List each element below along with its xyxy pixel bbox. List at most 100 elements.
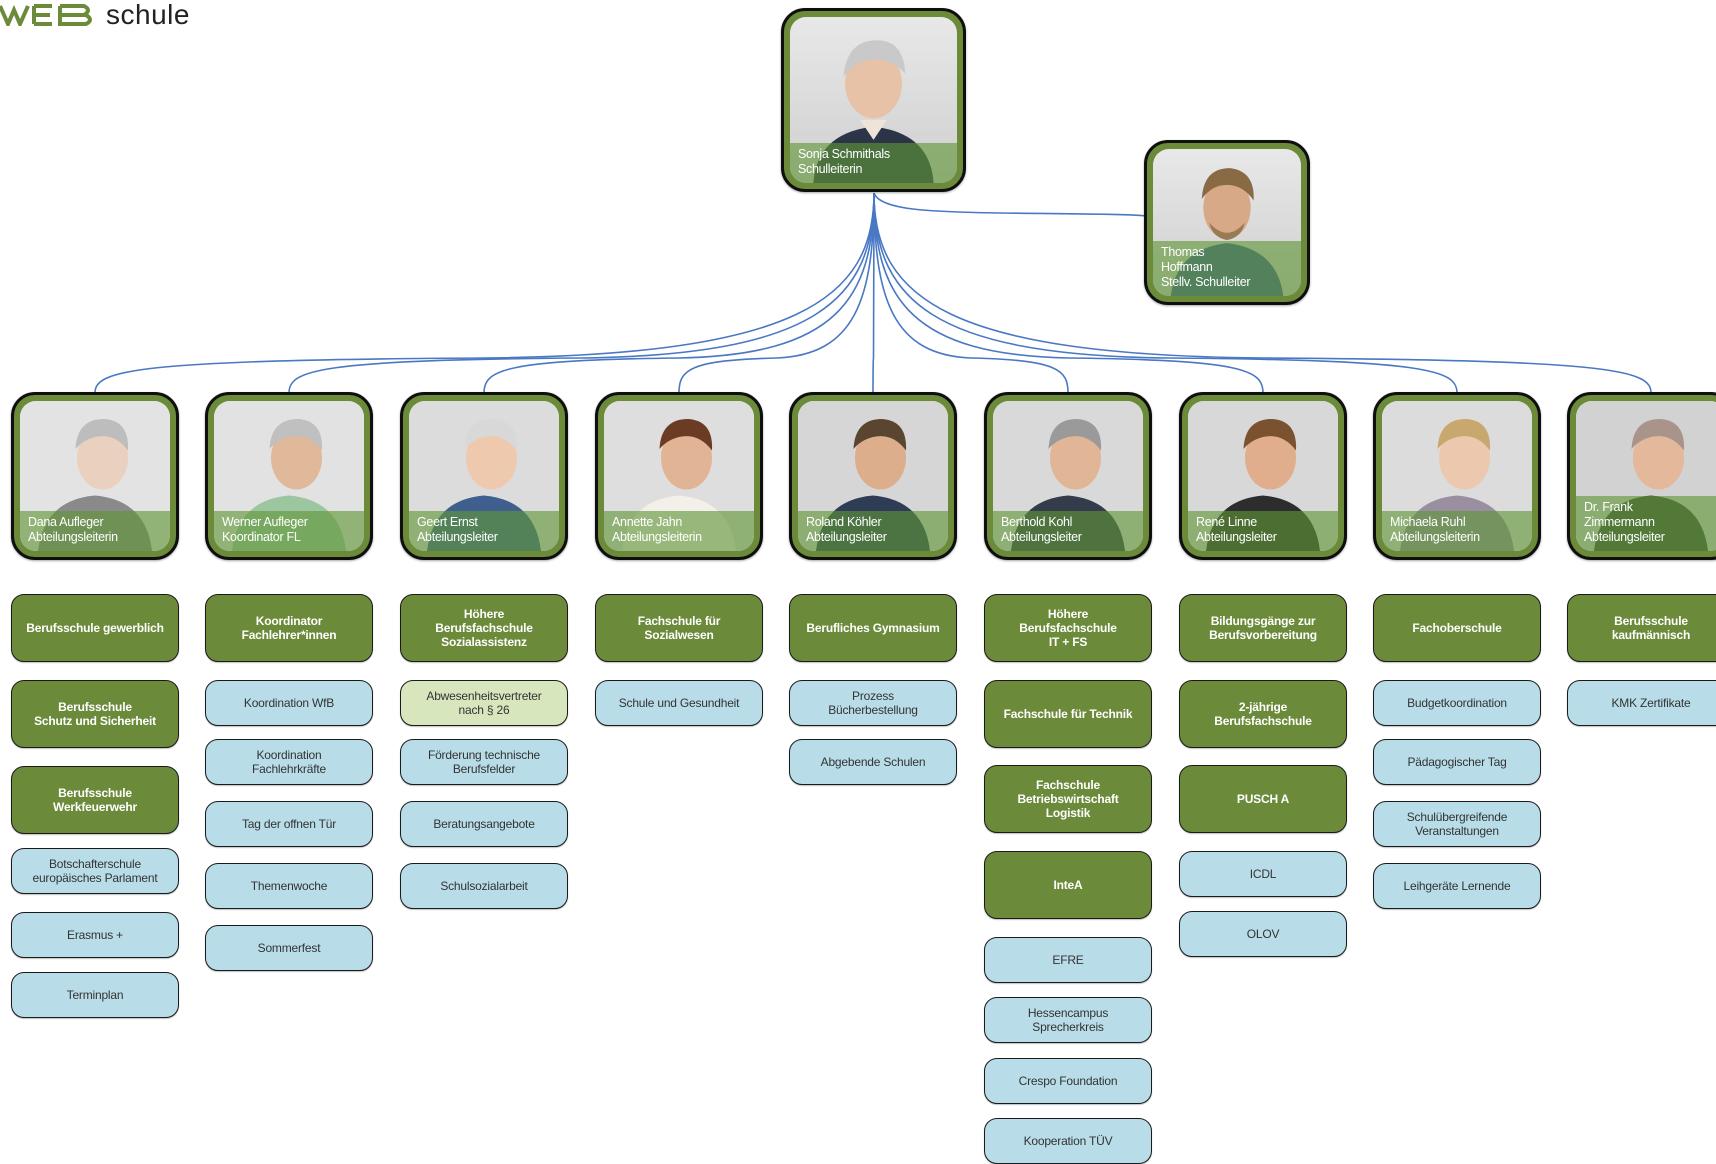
program-box[interactable]: Berufliches Gymnasium bbox=[789, 594, 957, 662]
box-label: Abwesenheitsvertreter nach § 26 bbox=[426, 689, 542, 717]
task-box[interactable]: Beratungsangebote bbox=[400, 801, 568, 847]
program-box[interactable]: Höhere Berufsfachschule Sozialassistenz bbox=[400, 594, 568, 662]
box-label: Fachoberschule bbox=[1412, 621, 1502, 635]
box-label: Hessencampus Sprecherkreis bbox=[1027, 1006, 1109, 1034]
program-box[interactable]: Berufsschule gewerblich bbox=[11, 594, 179, 662]
person-role: Abteilungsleiterin bbox=[1390, 530, 1480, 544]
box-label: Koordination WfB bbox=[243, 696, 335, 710]
program-box[interactable]: Fachschule für Sozialwesen bbox=[595, 594, 763, 662]
program-box[interactable]: Fachschule Betriebswirtschaft Logistik bbox=[984, 765, 1152, 833]
program-box[interactable]: PUSCH A bbox=[1179, 765, 1347, 833]
box-label: Crespo Foundation bbox=[1018, 1074, 1118, 1088]
task-box[interactable]: Schulsozialarbeit bbox=[400, 863, 568, 909]
box-label: Beratungsangebote bbox=[433, 817, 535, 831]
logo-text: schule bbox=[106, 0, 190, 30]
person-role: Abteilungsleiter bbox=[1584, 530, 1665, 544]
person-role: Stellv. Schulleiter bbox=[1161, 275, 1251, 289]
box-label: Bildungsgänge zur Berufsvorbereitung bbox=[1209, 614, 1317, 642]
person-caption: Thomas Hoffmann Stellv. Schulleiter bbox=[1153, 241, 1301, 296]
person-name: Roland Köhler bbox=[806, 515, 882, 529]
connector-line bbox=[483, 192, 875, 394]
task-box[interactable]: Kooperation TÜV bbox=[984, 1118, 1152, 1164]
box-label: InteA bbox=[1053, 878, 1083, 892]
program-box[interactable]: InteA bbox=[984, 851, 1152, 919]
program-box[interactable]: Bildungsgänge zur Berufsvorbereitung bbox=[1179, 594, 1347, 662]
task-box[interactable]: KMK Zertifikate bbox=[1567, 680, 1716, 726]
box-label: Erasmus + bbox=[67, 928, 123, 942]
box-label: Fachschule für Sozialwesen bbox=[637, 614, 721, 642]
task-box[interactable]: Tag der offnen Tür bbox=[205, 801, 373, 847]
task-box[interactable]: Budgetkoordination bbox=[1373, 680, 1541, 726]
box-label: Leihgeräte Lernende bbox=[1403, 879, 1511, 893]
task-box[interactable]: Pädagogischer Tag bbox=[1373, 739, 1541, 785]
task-box[interactable]: Abgebende Schulen bbox=[789, 739, 957, 785]
person-photo: Sonja Schmithals Schulleiterin bbox=[790, 17, 957, 183]
task-box[interactable]: Themenwoche bbox=[205, 863, 373, 909]
box-label: Fachschule für Technik bbox=[1003, 707, 1133, 721]
task-box[interactable]: Botschafterschule europäisches Parlament bbox=[11, 848, 179, 894]
person-caption: Sonja Schmithals Schulleiterin bbox=[790, 143, 957, 183]
person-name: Dana Aufleger bbox=[28, 515, 104, 529]
box-label: Themenwoche bbox=[250, 879, 328, 893]
task-box[interactable]: Abwesenheitsvertreter nach § 26 bbox=[400, 680, 568, 726]
task-box[interactable]: Sommerfest bbox=[205, 925, 373, 971]
box-label: Budgetkoordination bbox=[1407, 696, 1507, 710]
task-box[interactable]: OLOV bbox=[1179, 911, 1347, 957]
box-label: Sommerfest bbox=[257, 941, 321, 955]
person-role: Abteilungsleiter bbox=[1001, 530, 1082, 544]
program-box[interactable]: Berufsschule Werkfeuerwehr bbox=[11, 766, 179, 834]
person-role: Schulleiterin bbox=[798, 162, 863, 176]
logo-mark-icon bbox=[0, 4, 96, 26]
task-box[interactable]: Koordination WfB bbox=[205, 680, 373, 726]
box-label: Abgebende Schulen bbox=[820, 755, 926, 769]
program-box[interactable]: Koordinator Fachlehrer*innen bbox=[205, 594, 373, 662]
connector-line bbox=[873, 192, 1264, 394]
task-box[interactable]: Leihgeräte Lernende bbox=[1373, 863, 1541, 909]
person-name: Berthold Kohl bbox=[1001, 515, 1073, 529]
person-name: Sonja Schmithals bbox=[798, 147, 890, 161]
program-box[interactable]: 2-jährige Berufsfachschule bbox=[1179, 680, 1347, 748]
box-label: Schulsozialarbeit bbox=[440, 879, 528, 893]
program-box[interactable]: Höhere Berufsfachschule IT + FS bbox=[984, 594, 1152, 662]
task-box[interactable]: Hessencampus Sprecherkreis bbox=[984, 997, 1152, 1043]
program-box[interactable]: Berufsschule kaufmännisch bbox=[1567, 594, 1716, 662]
box-label: 2-jährige Berufsfachschule bbox=[1214, 700, 1312, 728]
task-box[interactable]: Förderung technische Berufsfelder bbox=[400, 739, 568, 785]
task-box[interactable]: Erasmus + bbox=[11, 912, 179, 958]
connector-line bbox=[288, 192, 875, 394]
task-box[interactable]: Schulübergreifende Veranstaltungen bbox=[1373, 801, 1541, 847]
box-label: KMK Zertifikate bbox=[1611, 696, 1691, 710]
program-box[interactable]: Fachschule für Technik bbox=[984, 680, 1152, 748]
person-photo: Thomas Hoffmann Stellv. Schulleiter bbox=[1153, 149, 1301, 296]
box-label: Berufliches Gymnasium bbox=[806, 621, 940, 635]
task-box[interactable]: Prozess Bücherbestellung bbox=[789, 680, 957, 726]
task-box[interactable]: EFRE bbox=[984, 937, 1152, 983]
task-box[interactable]: Crespo Foundation bbox=[984, 1058, 1152, 1104]
deputy-card[interactable]: Thomas Hoffmann Stellv. Schulleiter bbox=[1144, 140, 1310, 305]
head-card[interactable]: Sonja Schmithals Schulleiterin bbox=[781, 8, 966, 192]
connector-line bbox=[94, 192, 875, 394]
task-box[interactable]: Schule und Gesundheit bbox=[595, 680, 763, 726]
program-box[interactable]: Fachoberschule bbox=[1373, 594, 1541, 662]
program-box[interactable]: Berufsschule Schutz und Sicherheit bbox=[11, 680, 179, 748]
person-name: Werner Aufleger bbox=[222, 515, 308, 529]
task-box[interactable]: Koordination Fachlehrkräfte bbox=[205, 739, 373, 785]
task-box[interactable]: Terminplan bbox=[11, 972, 179, 1018]
connector-line bbox=[873, 192, 1458, 394]
task-box[interactable]: ICDL bbox=[1179, 851, 1347, 897]
